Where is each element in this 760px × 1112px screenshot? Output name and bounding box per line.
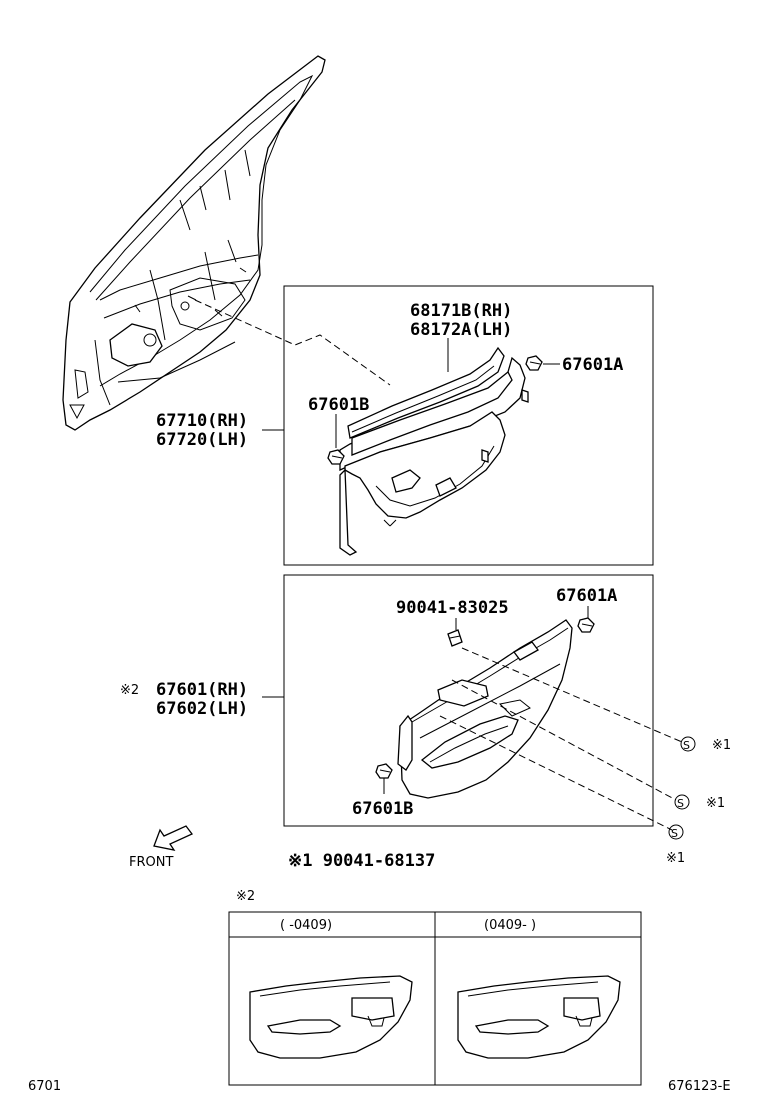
clip-67601b-upper-icon: [327, 449, 345, 465]
label-90041-83025: 90041-83025: [396, 598, 509, 618]
leader-callout-2: [451, 679, 677, 801]
screw-s-symbol-3: S: [668, 824, 684, 840]
page-code-right: 676123-E: [668, 1079, 731, 1094]
door-panel-upper-illustration: [339, 356, 529, 556]
door-trim-board-illustration: [397, 619, 573, 799]
page-code-left: 6701: [28, 1079, 61, 1094]
label-callout-2: ※1: [706, 796, 725, 811]
label-67601b-lower-text: 67601B: [352, 799, 413, 819]
label-67601a-lower: 67601A: [556, 586, 617, 606]
leader-callout-3: [439, 715, 673, 831]
label-67720: 67720(LH): [156, 430, 248, 450]
note-90041-68137: ※1 90041-68137: [288, 851, 435, 871]
upper-parts-box: [283, 285, 654, 566]
label-67601: 67601(RH): [156, 680, 248, 700]
svg-text:S: S: [677, 797, 684, 810]
front-label: FRONT: [129, 855, 173, 870]
svg-text:S: S: [671, 827, 678, 840]
lower-parts-box: [283, 574, 654, 827]
label-trim-mark: ※2: [120, 683, 139, 698]
screw-90041-83025-icon: [447, 629, 463, 647]
label-68172a: 68172A(LH): [410, 320, 512, 340]
screw-s-symbol-2: S: [674, 794, 690, 810]
label-callout-1: ※1: [712, 738, 731, 753]
svg-text:S: S: [683, 739, 690, 752]
screw-s-symbol-1: S: [680, 736, 696, 752]
leader-door-to-panel: [194, 299, 391, 386]
label-callout-3: ※1: [666, 851, 685, 866]
variant-left-header: ( -0409): [280, 918, 332, 933]
clip-67601a-upper-icon: [525, 355, 543, 371]
label-68171b: 68171B(RH): [410, 301, 512, 321]
label-67601b-upper: 67601B: [308, 395, 369, 415]
label-variants-mark: ※2: [236, 889, 255, 904]
clip-67601b-lower-icon: [375, 763, 393, 779]
beltline-molding-illustration: [347, 346, 505, 439]
label-67602: 67602(LH): [156, 699, 248, 719]
leader-callout-1: [461, 647, 683, 743]
trim-variant-late-illustration: [457, 975, 621, 1059]
clip-67601a-lower-icon: [577, 617, 595, 633]
door-frame-illustration: [62, 55, 326, 431]
label-67710: 67710(RH): [156, 411, 248, 431]
label-67601a-upper: 67601A: [562, 355, 623, 375]
trim-variant-early-illustration: [249, 975, 413, 1059]
front-arrow-icon: [153, 825, 194, 851]
variant-right-header: (0409- ): [484, 918, 536, 933]
